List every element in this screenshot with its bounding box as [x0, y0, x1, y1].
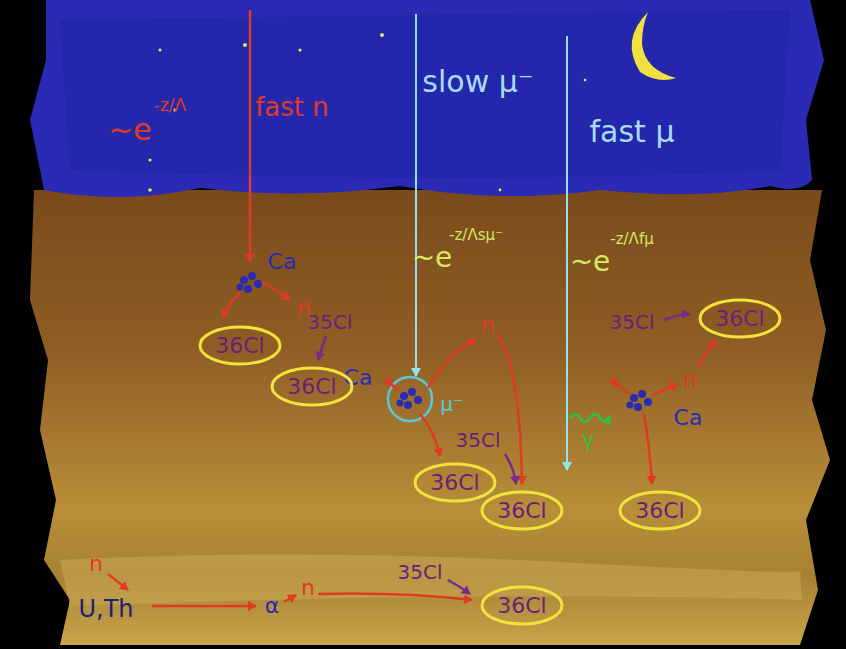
- isotope-text: 36Cl: [497, 498, 546, 523]
- isotope-text: 36Cl: [287, 374, 336, 399]
- isotope-ellipse: 36Cl: [480, 490, 564, 531]
- diagram-label: U,Th: [78, 597, 133, 622]
- diagram-label: γ: [581, 428, 594, 451]
- diagram-label: 35Cl: [610, 312, 655, 333]
- isotope-text: 36Cl: [215, 333, 264, 358]
- diagram-label: ~e: [570, 247, 611, 276]
- diagram-label: 35Cl: [456, 430, 501, 451]
- diagram-label: -z/Λfμ: [610, 232, 653, 248]
- diagram-label: μ⁻: [440, 394, 463, 415]
- isotope-ellipse: 36Cl: [413, 462, 497, 503]
- diagram-label: fast n: [255, 94, 329, 121]
- diagram-label: Ca: [268, 250, 297, 273]
- isotope-ellipse: 36Cl: [270, 366, 354, 407]
- diagram-label: 35Cl: [308, 312, 353, 333]
- isotope-text: 36Cl: [635, 498, 684, 523]
- diagram-label: ~e: [108, 114, 152, 146]
- diagram-label: n: [301, 576, 315, 599]
- diagram-label: ~e: [412, 243, 453, 272]
- isotope-ellipse: 36Cl: [618, 490, 702, 531]
- diagram-label: slow μ⁻: [422, 66, 533, 98]
- diagram-label: n: [89, 552, 103, 575]
- diagram-label: n: [683, 368, 697, 391]
- isotope-ellipse: 36Cl: [698, 298, 782, 339]
- diagram-label: -z/Λsμ⁻: [449, 228, 503, 244]
- isotope-ellipse: 36Cl: [198, 325, 282, 366]
- diagram-label: α: [265, 594, 280, 617]
- isotope-text: 36Cl: [430, 470, 479, 495]
- diagram-label: fast μ: [590, 116, 675, 148]
- isotope-ellipse: 36Cl: [480, 585, 564, 626]
- isotope-text: 36Cl: [715, 306, 764, 331]
- diagram-label: Ca: [674, 406, 703, 429]
- diagram-label: n: [481, 313, 495, 336]
- isotope-text: 36Cl: [497, 593, 546, 618]
- diagram-label: -z/Λ: [154, 97, 186, 115]
- diagram-label: 35Cl: [398, 562, 443, 583]
